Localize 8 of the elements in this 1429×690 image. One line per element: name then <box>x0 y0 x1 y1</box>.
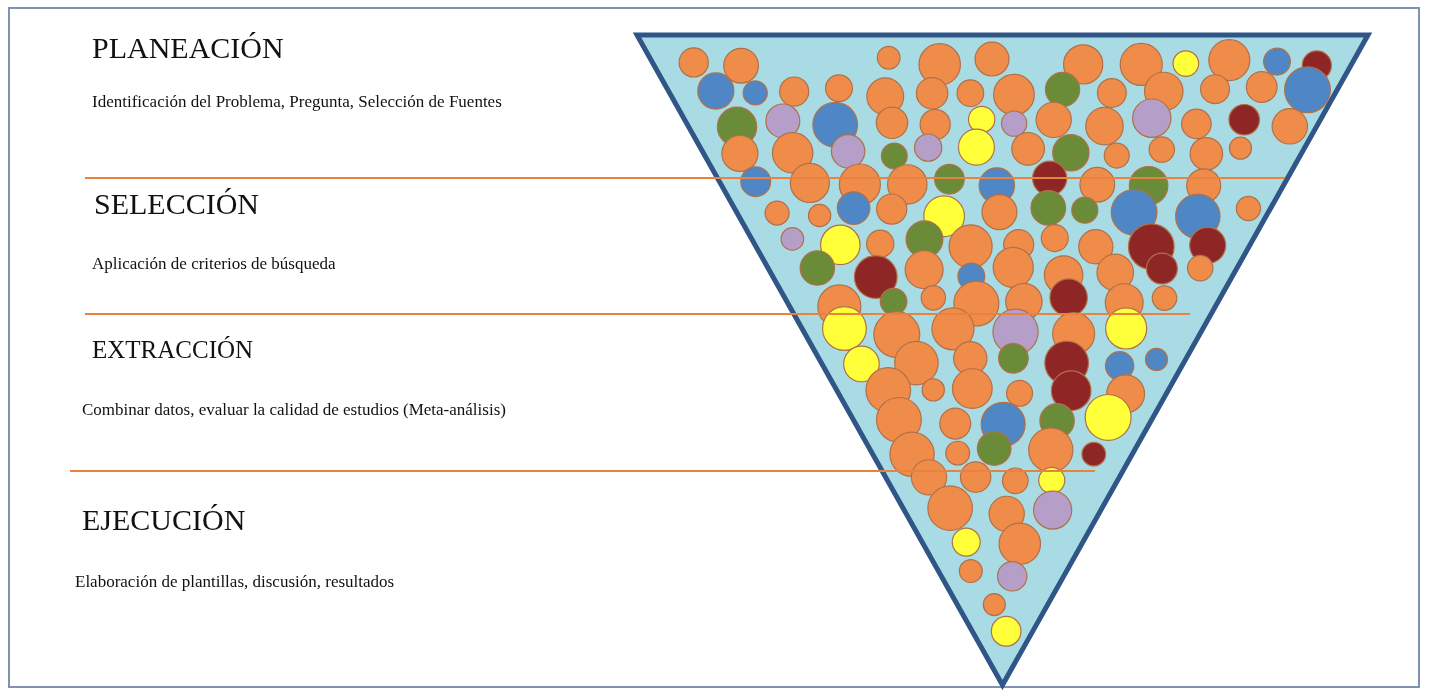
section-heading: SELECCIÓN <box>94 186 259 222</box>
section-description: Combinar datos, evaluar la calidad de estudios (Meta-análisis) <box>82 399 506 421</box>
section-heading: EXTRACCIÓN <box>92 335 254 365</box>
section-description: Aplicación de criterios de búsqueda <box>92 253 336 275</box>
section-heading: EJECUCIÓN <box>82 502 246 538</box>
section-description: Elaboración de plantillas, discusión, resultados <box>75 571 395 593</box>
section-description: Identificación del Problema, Pregunta, Selección de Fuentes <box>92 91 502 113</box>
section-heading: PLANEACIÓN <box>92 30 284 66</box>
